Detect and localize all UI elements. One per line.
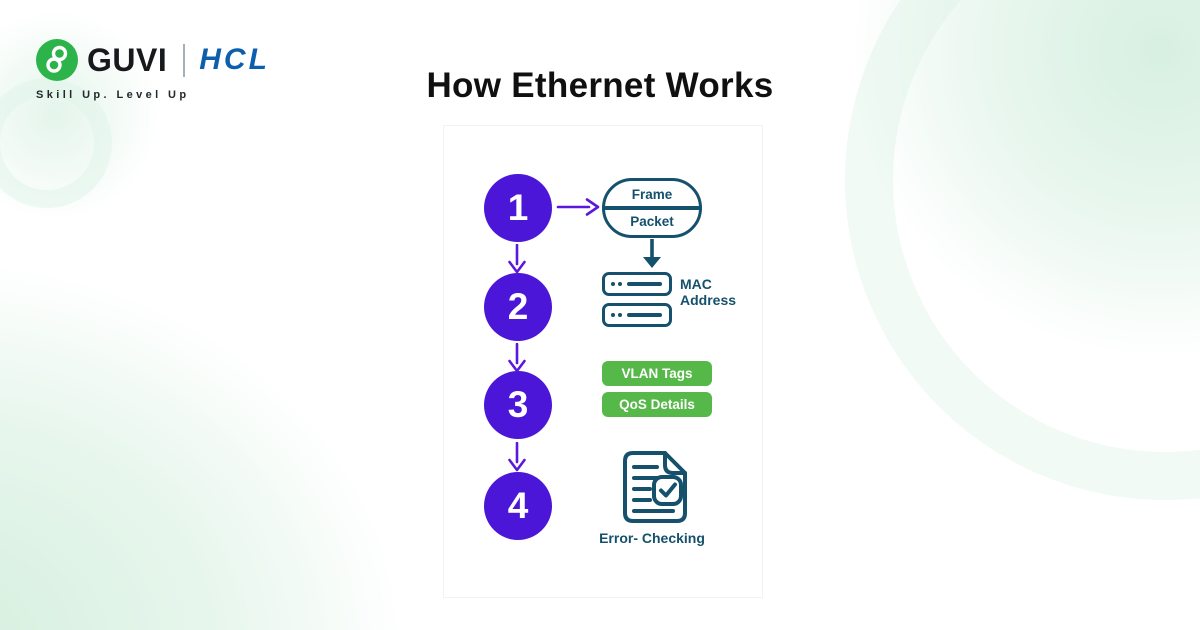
mac-address-label: MAC Address xyxy=(680,276,737,308)
device-led-icon xyxy=(618,282,622,286)
guvi-g-icon xyxy=(36,39,78,81)
step-4-number: 4 xyxy=(507,485,529,526)
step-1-number: 1 xyxy=(507,187,529,228)
qos-details-badge: QoS Details xyxy=(602,392,712,417)
error-checking-document-icon xyxy=(621,450,689,529)
step-3-circle: 3 xyxy=(484,371,552,439)
step-3-number: 3 xyxy=(507,384,529,425)
step-4-circle: 4 xyxy=(484,472,552,540)
frame-packet-capsule: Frame Packet xyxy=(602,178,702,238)
step-1-circle: 1 xyxy=(484,174,552,242)
qos-details-label: QoS Details xyxy=(619,397,695,412)
device-led-icon xyxy=(611,282,615,286)
step-2-circle: 2 xyxy=(484,273,552,341)
step1-to-frame-arrow-icon xyxy=(556,196,602,223)
logo-divider xyxy=(183,43,186,77)
brand-tagline: Skill Up. Level Up xyxy=(36,89,190,101)
device-led-icon xyxy=(618,313,622,317)
page-title: How Ethernet Works xyxy=(426,66,774,105)
vlan-tags-label: VLAN Tags xyxy=(621,366,693,381)
vlan-tags-badge: VLAN Tags xyxy=(602,361,712,386)
step1-to-step2-arrow-icon xyxy=(507,243,527,279)
step3-to-step4-arrow-icon xyxy=(507,441,527,477)
error-checking-label: Error- Checking xyxy=(599,530,705,546)
packet-label: Packet xyxy=(630,214,674,229)
network-device-icon xyxy=(602,303,672,327)
network-device-icon xyxy=(602,272,672,296)
device-slot-icon xyxy=(627,313,662,317)
device-led-icon xyxy=(611,313,615,317)
step-2-number: 2 xyxy=(507,286,529,327)
capsule-to-mac-arrow-icon xyxy=(641,239,663,274)
hcl-wordmark: HCL xyxy=(199,43,270,76)
guvi-wordmark: GUVI xyxy=(87,41,168,78)
capsule-divider xyxy=(602,206,702,210)
brand-header: GUVI HCL Skill Up. Level Up xyxy=(36,38,270,101)
step2-to-step3-arrow-icon xyxy=(507,342,527,378)
frame-label: Frame xyxy=(631,187,673,202)
logo-row: GUVI HCL xyxy=(36,38,270,82)
device-slot-icon xyxy=(627,282,662,286)
